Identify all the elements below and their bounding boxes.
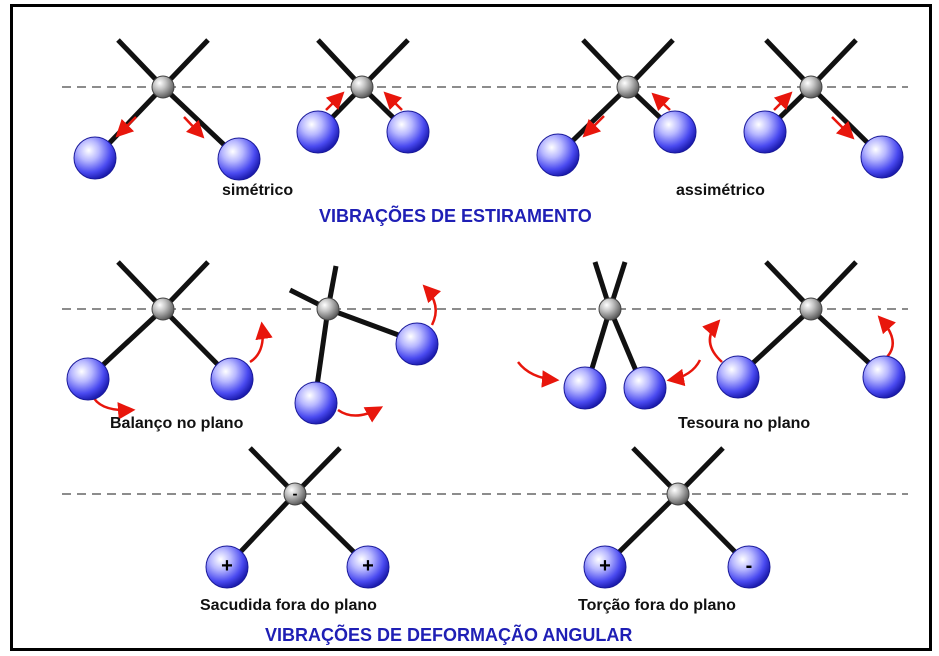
hydrogen-atom (727, 545, 771, 589)
plus-sign: + (362, 555, 374, 577)
hydrogen-atom (296, 110, 340, 154)
curved-arrow-icon (702, 319, 723, 363)
molecule-rocking-b (288, 265, 441, 425)
plus-sign: + (221, 555, 233, 577)
hydrogen-atom (395, 322, 439, 366)
molecule-twisting: + - (583, 446, 771, 589)
molecule-rocking-a (66, 260, 273, 420)
arrow-icon (325, 91, 345, 111)
molecule-symmetric-a (73, 38, 261, 181)
hydrogen-atom (716, 355, 760, 399)
dashed-reference-lines (62, 86, 908, 495)
arrow-icon (115, 116, 137, 138)
carbon-atom (616, 75, 640, 99)
hydrogen-atom (205, 545, 249, 589)
molecule-asymmetric-b (743, 38, 904, 179)
molecule-asymmetric-a (536, 38, 697, 177)
hydrogen-atom (862, 355, 906, 399)
molecule-wagging: - + + (205, 446, 390, 589)
carbon-atom (316, 297, 340, 321)
carbon-atom (598, 297, 622, 321)
diagram-frame (10, 4, 932, 651)
hydrogen-atom (860, 135, 904, 179)
hydrogen-atom (583, 545, 627, 589)
carbon-atom (666, 482, 690, 506)
arrow-icon (582, 115, 605, 138)
hydrogen-atom (73, 136, 117, 180)
curved-arrow-icon (517, 361, 560, 388)
arrow-icon (383, 91, 403, 111)
curved-arrow-icon (249, 321, 273, 364)
hydrogen-atom (623, 366, 667, 410)
plus-sign: + (599, 555, 611, 577)
arrow-icon (773, 91, 793, 111)
curved-arrow-icon (337, 406, 384, 423)
section-title-stretching: VIBRAÇÕES DE ESTIRAMENTO (319, 205, 592, 226)
carbon-atom (283, 482, 307, 506)
minus-sign: - (746, 555, 753, 577)
curved-arrow-icon (877, 315, 896, 359)
carbon-atom (799, 297, 823, 321)
carbon-atom (151, 297, 175, 321)
label-symmetric: simétrico (222, 182, 293, 199)
hydrogen-atom (386, 110, 430, 154)
carbon-atom (350, 75, 374, 99)
carbon-atom (151, 75, 175, 99)
molecule-symmetric-b (296, 38, 430, 154)
arrow-icon (831, 116, 855, 140)
hydrogen-atom (66, 357, 110, 401)
hydrogen-atom (563, 366, 607, 410)
curved-arrow-icon (422, 284, 441, 326)
hydrogen-atom (743, 110, 787, 154)
hydrogen-atom (294, 381, 338, 425)
arrow-icon (651, 92, 671, 111)
molecule-scissoring-b (702, 260, 906, 399)
label-asymmetric: assimétrico (676, 182, 765, 199)
molecule-scissoring-a (517, 261, 702, 410)
hydrogen-atom (346, 545, 390, 589)
hydrogen-atom (653, 110, 697, 154)
section-title-bending: VIBRAÇÕES DE DEFORMAÇÃO ANGULAR (265, 624, 632, 645)
label-wagging: Sacudida fora do plano (200, 597, 377, 614)
minus-sign: - (293, 486, 298, 503)
carbon-atom (799, 75, 823, 99)
curved-arrow-icon (666, 359, 702, 387)
hydrogen-atom (217, 137, 261, 181)
hydrogen-atom (210, 357, 254, 401)
label-scissoring: Tesoura no plano (678, 415, 810, 432)
hydrogen-atom (536, 133, 580, 177)
label-twisting: Torção fora do plano (578, 597, 736, 614)
arrow-icon (183, 116, 205, 139)
label-rocking: Balanço no plano (110, 415, 244, 432)
